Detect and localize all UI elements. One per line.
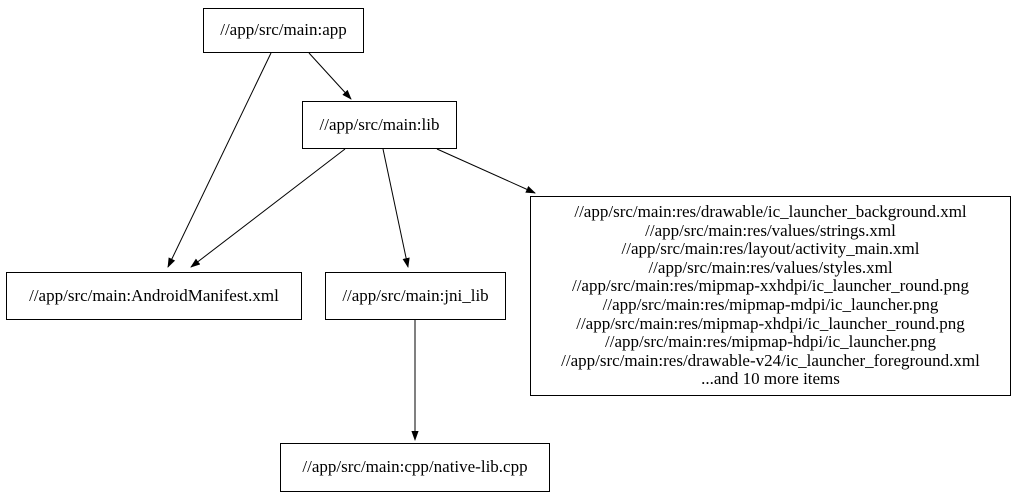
node-lib-label: //app/src/main:lib [319,114,440,134]
node-android-manifest-label: //app/src/main:AndroidManifest.xml [29,285,279,305]
node-jni-lib-label: //app/src/main:jni_lib [342,285,489,305]
res-group-line: //app/src/main:res/layout/activity_main.… [621,239,920,259]
res-group-line: //app/src/main:res/values/styles.xml [648,257,893,277]
res-group-line: //app/src/main:res/mipmap-mdpi/ic_launch… [602,295,939,314]
res-group-line: //app/src/main:res/mipmap-hdpi/ic_launch… [605,332,936,352]
edge-lib-to-jni-lib [382,148,410,268]
node-app: //app/src/main:app [203,8,364,53]
res-group-line: //app/src/main:res/mipmap-xhdpi/ic_launc… [576,313,965,333]
edge-app-to-manifest [167,52,272,268]
res-group-more-items: ...and 10 more items [701,369,840,389]
node-android-manifest: //app/src/main:AndroidManifest.xml [6,272,302,320]
edge-lib-to-res-group [436,148,536,194]
res-group-line: //app/src/main:res/mipmap-xxhdpi/ic_laun… [571,276,970,296]
node-res-group: //app/src/main:res/drawable/ic_launcher_… [530,196,1011,396]
node-jni-lib: //app/src/main:jni_lib [325,272,506,320]
edge-app-to-lib [308,52,352,100]
res-group-line: //app/src/main:res/drawable-v24/ic_launc… [561,350,980,370]
res-group-line: //app/src/main:res/values/strings.xml [645,220,896,240]
edge-lib-to-manifest [190,148,346,268]
node-lib: //app/src/main:lib [302,101,457,149]
res-group-line: //app/src/main:res/drawable/ic_launcher_… [574,202,967,222]
node-app-label: //app/src/main:app [220,20,347,40]
node-native-lib-cpp-label: //app/src/main:cpp/native-lib.cpp [302,457,528,477]
node-native-lib-cpp: //app/src/main:cpp/native-lib.cpp [280,443,550,492]
